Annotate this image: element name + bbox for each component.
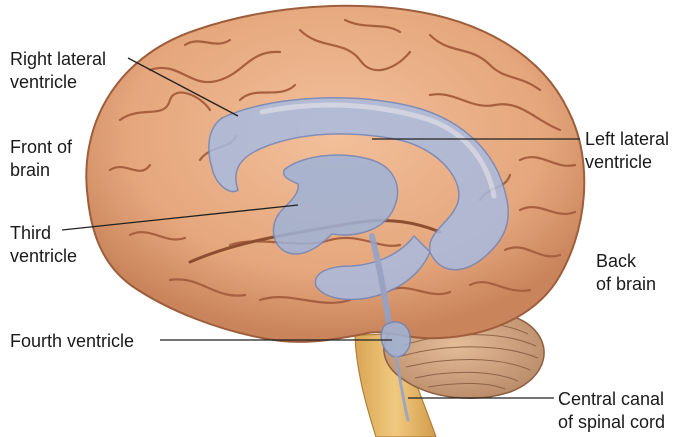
label-left-lateral-ventricle: Left lateral ventricle [585, 128, 669, 174]
label-third-ventricle: Third ventricle [10, 222, 77, 268]
label-line: Left lateral [585, 128, 669, 151]
label-fourth-ventricle: Fourth ventricle [10, 330, 134, 353]
label-back-of-brain: Back of brain [596, 250, 656, 296]
label-central-canal: Central canal of spinal cord [558, 388, 665, 434]
label-line: of brain [596, 273, 656, 296]
label-line: Third [10, 222, 77, 245]
label-line: ventricle [10, 245, 77, 268]
label-right-lateral-ventricle: Right lateral ventricle [10, 48, 106, 94]
label-line: brain [10, 159, 72, 182]
label-line: Right lateral [10, 48, 106, 71]
label-line: ventricle [585, 151, 669, 174]
label-line: Back [596, 250, 656, 273]
label-front-of-brain: Front of brain [10, 136, 72, 182]
label-line: Central canal [558, 388, 665, 411]
label-line: ventricle [10, 71, 106, 94]
label-line: Fourth ventricle [10, 330, 134, 353]
label-line: of spinal cord [558, 411, 665, 434]
label-line: Front of [10, 136, 72, 159]
